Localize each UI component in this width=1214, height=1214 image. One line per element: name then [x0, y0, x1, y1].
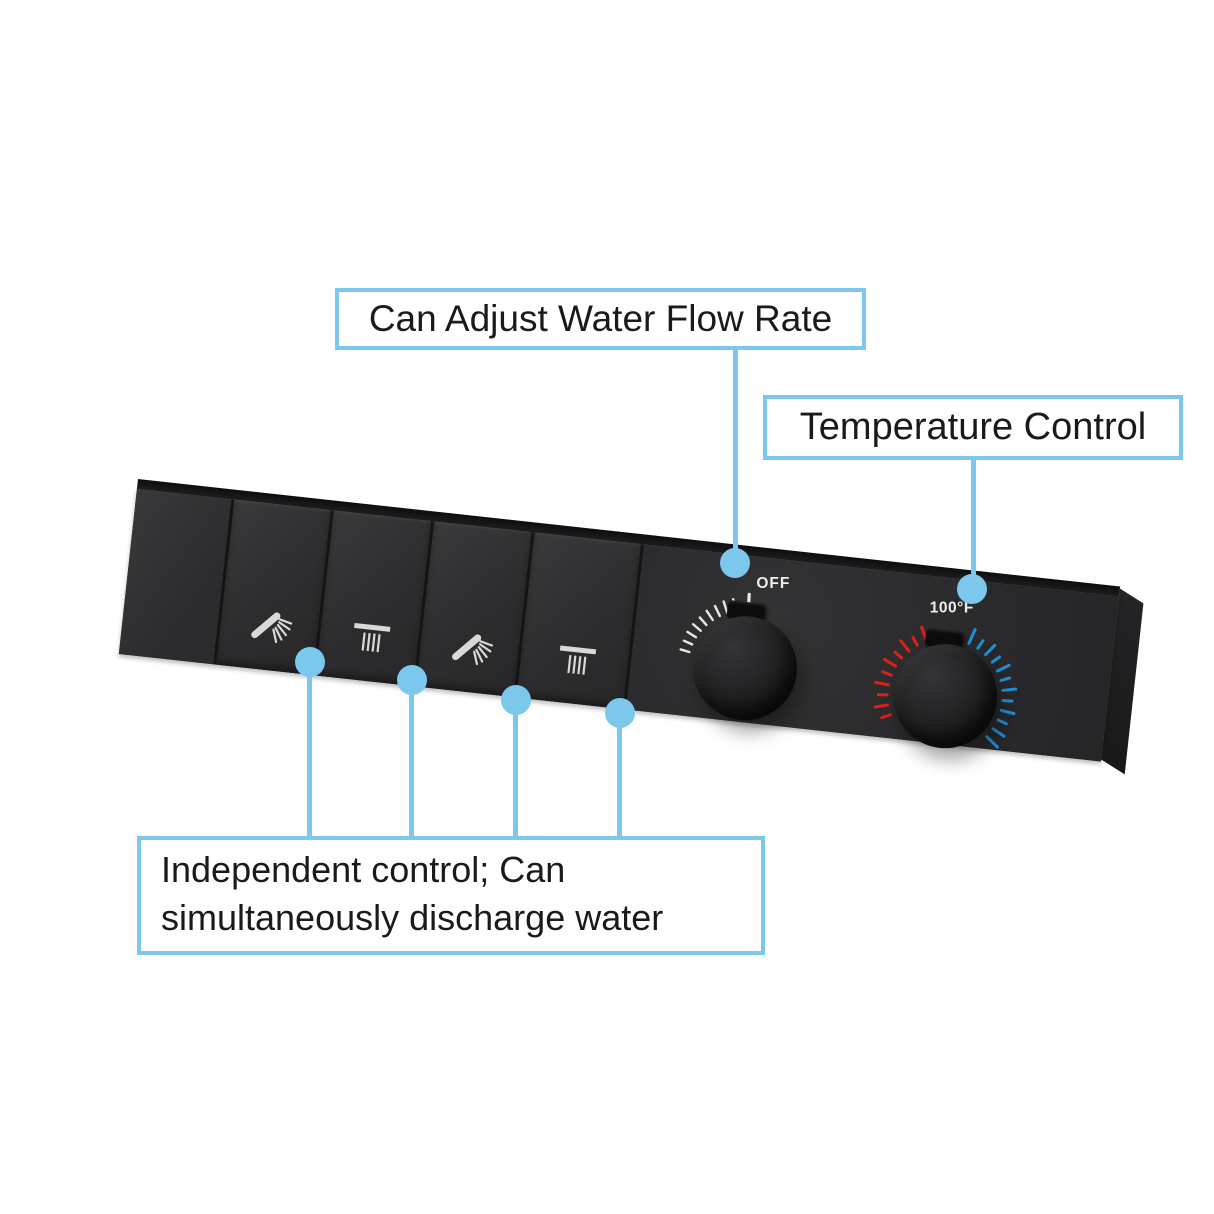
rain-shower-icon — [354, 622, 391, 653]
rain-shower-icon — [559, 645, 596, 675]
callout-temperature: Temperature Control — [763, 395, 1183, 460]
leader-line-button-1 — [307, 661, 312, 837]
callout-temperature-label: Temperature Control — [799, 406, 1147, 448]
hand-shower-icon — [452, 634, 494, 665]
connector-dot-button-2 — [397, 665, 427, 695]
leader-line-button-4 — [617, 712, 622, 837]
connector-dot-button-1 — [295, 647, 325, 677]
connector-dot-temp-knob — [957, 574, 987, 604]
connector-dot-flow-knob — [720, 548, 750, 578]
leader-line-button-2 — [409, 679, 414, 837]
leader-line-temperature — [971, 459, 976, 590]
connector-dot-button-4 — [605, 698, 635, 728]
function-button-3 — [413, 521, 532, 698]
function-button-2 — [312, 510, 432, 687]
callout-independent-label: Independent control; Can simultaneously … — [161, 849, 664, 938]
cold-ticks — [967, 628, 1018, 749]
callout-flow-rate: Can Adjust Water Flow Rate — [335, 288, 866, 350]
leader-line-button-3 — [513, 698, 518, 837]
callout-flow-label: Can Adjust Water Flow Rate — [368, 298, 833, 339]
panel-front-face: OFF 100°F — [118, 488, 1120, 762]
function-button-4 — [513, 532, 641, 710]
dial-tick-marks — [679, 592, 1018, 749]
shower-valve-panel: OFF 100°F — [118, 479, 1144, 775]
function-button-1 — [213, 499, 331, 676]
leader-line-flow — [733, 349, 738, 565]
panel-blank-segment — [118, 488, 232, 665]
knob-plate: OFF 100°F — [622, 544, 1120, 762]
off-label: OFF — [756, 574, 791, 592]
hand-shower-icon — [251, 612, 293, 643]
connector-dot-button-3 — [501, 685, 531, 715]
callout-independent-control: Independent control; Can simultaneously … — [137, 836, 765, 955]
